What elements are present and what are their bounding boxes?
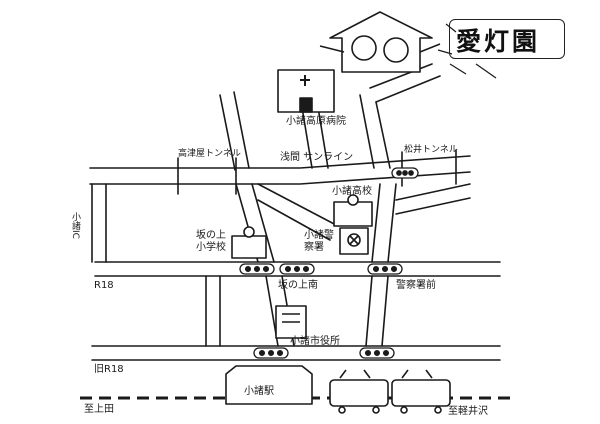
road-r18 [94,261,501,277]
road-old-r18 [91,345,501,361]
signal-icon [239,263,275,275]
label-sakanoue-south: 坂の上南 [278,280,318,291]
signal-icon [367,263,403,275]
train-icon [329,369,451,414]
label-city-hall: 小諸市役所 [290,336,340,347]
station-icon [225,365,313,405]
signal-icon [391,167,419,179]
label-police-station: 小諸警察署 [304,230,334,253]
label-r18: R18 [94,280,114,291]
label-to-ueda: 至上田 [84,404,114,415]
police-station-icon [339,227,369,255]
road-aitoen [369,63,441,103]
signal-icon [253,347,289,359]
label-hospital: 小諸高原病院 [286,116,346,127]
label-to-karuizawa: 至軽井沢 [448,406,488,417]
road-komoro-ic [91,183,107,263]
signal-icon [359,347,395,359]
hospital-icon [277,69,335,113]
label-komoro-ic: 小諸IC [70,212,80,239]
label-komoro-high: 小諸高校 [332,186,372,197]
label-tunnel-right: 松井トンネル [404,145,458,155]
city-hall-icon [275,305,307,339]
label-tunnel-left: 高津屋トンネル [178,149,241,159]
title-frame [449,19,565,59]
aitoen-house-icon [319,11,441,73]
signal-icon [279,263,315,275]
road-west-vertical [219,91,250,171]
label-old-r18: 旧R18 [94,364,124,375]
high-school-icon [333,194,373,227]
label-police-front: 警察署前 [396,280,436,291]
elementary-school-icon [231,226,267,259]
label-komoro-station: 小諸駅 [244,386,274,397]
map-title: 愛灯園 [456,27,541,56]
label-sakanoue-school: 坂の上小学校 [196,230,226,253]
label-asama-sunline: 浅間 サンライン [280,152,354,163]
